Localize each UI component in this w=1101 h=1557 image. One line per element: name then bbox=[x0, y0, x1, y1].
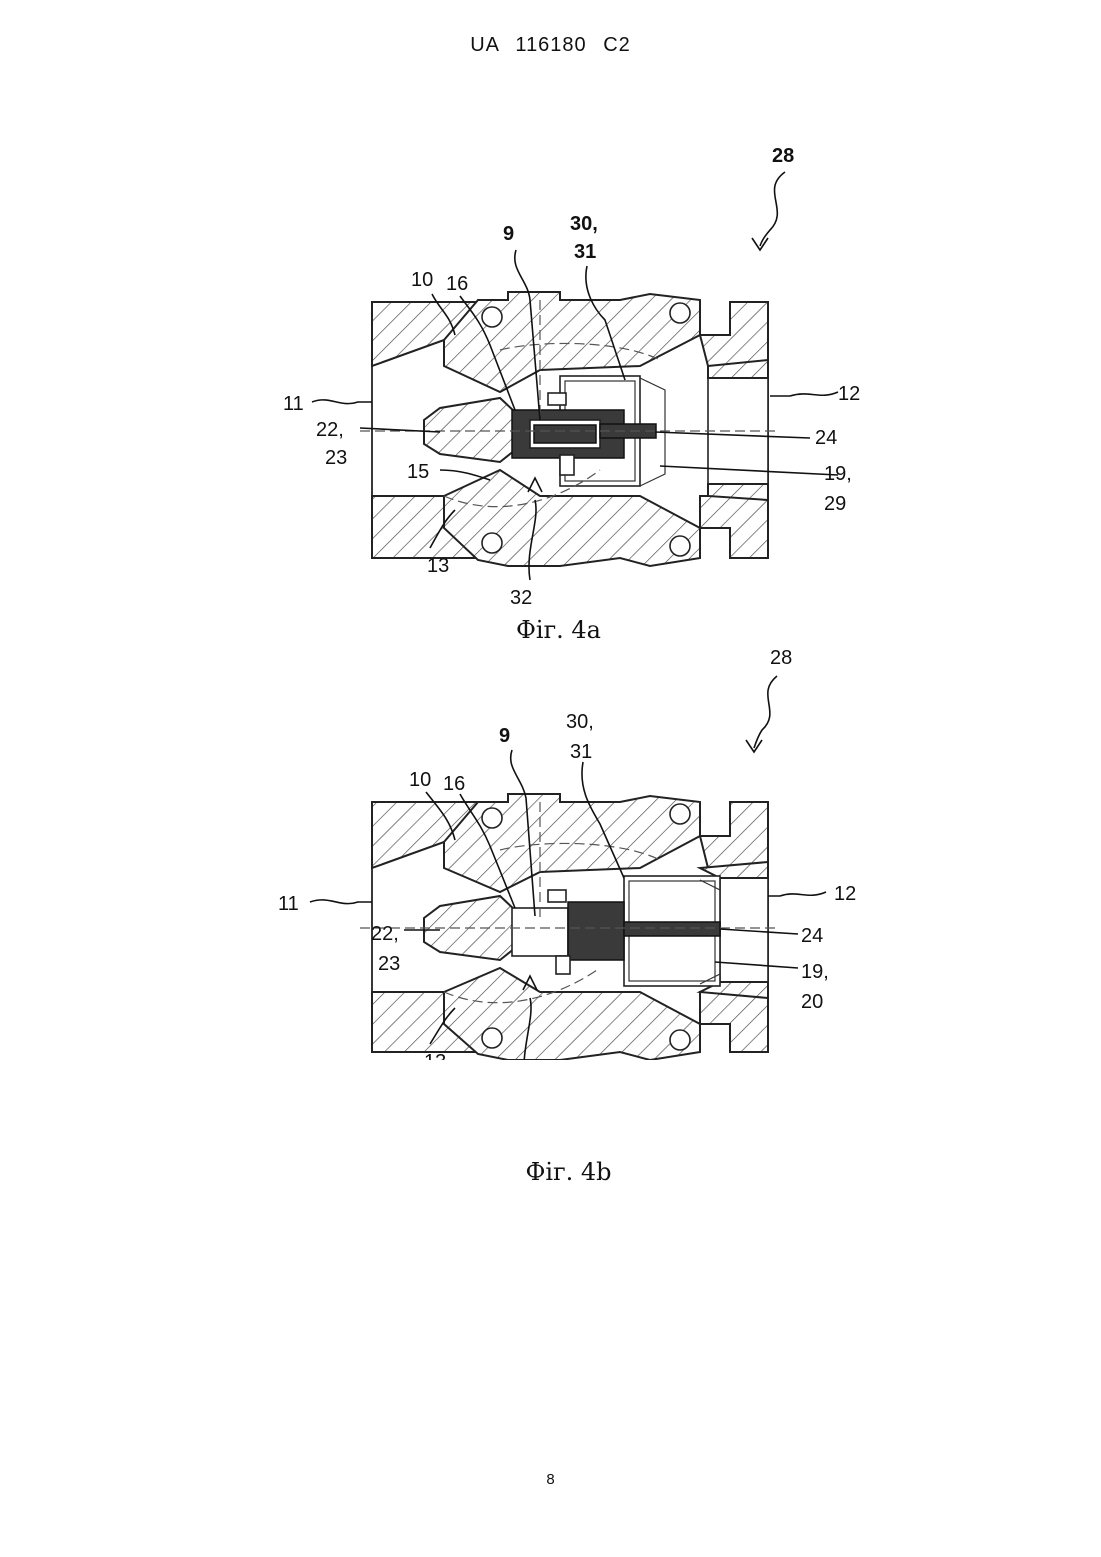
label-13: 13 bbox=[427, 555, 449, 577]
label-10: 10 bbox=[411, 269, 433, 291]
label-29: 29 bbox=[824, 493, 846, 515]
label-11: 11 bbox=[283, 393, 304, 415]
label-31: 31 bbox=[570, 741, 592, 763]
label-28: 28 bbox=[770, 647, 792, 669]
label-30: 30, bbox=[566, 711, 594, 733]
figure-4b-caption: Фіг. 4b bbox=[18, 1158, 1101, 1186]
label-23: 23 bbox=[378, 953, 400, 975]
label-9: 9 bbox=[499, 725, 510, 747]
figure-4b-drawing: 28 9 30, 31 10 16 11 12 22, 23 24 19, 20… bbox=[0, 640, 1101, 1060]
label-12: 12 bbox=[838, 383, 860, 405]
label-19: 19, bbox=[801, 961, 829, 983]
label-11: 11 bbox=[278, 893, 299, 915]
label-22: 22, bbox=[316, 419, 344, 441]
label-9: 9 bbox=[503, 223, 514, 245]
valve-body-4b bbox=[360, 794, 780, 1060]
label-13: 13 bbox=[424, 1051, 446, 1060]
page-number: 8 bbox=[0, 1471, 1101, 1488]
label-12: 12 bbox=[834, 883, 856, 905]
label-15: 15 bbox=[407, 461, 429, 483]
figure-4a-drawing: 28 9 30, 31 10 16 11 12 22, 23 24 15 19,… bbox=[0, 130, 1101, 610]
label-10: 10 bbox=[409, 769, 431, 791]
label-24: 24 bbox=[801, 925, 823, 947]
label-20: 20 bbox=[801, 991, 823, 1013]
valve-body-4a bbox=[360, 292, 780, 566]
label-22: 22, bbox=[371, 923, 399, 945]
label-19: 19, bbox=[824, 463, 852, 485]
label-24: 24 bbox=[815, 427, 837, 449]
label-32: 32 bbox=[510, 587, 532, 609]
label-31: 31 bbox=[574, 241, 596, 263]
label-16: 16 bbox=[446, 273, 468, 295]
label-16: 16 bbox=[443, 773, 465, 795]
label-28: 28 bbox=[772, 145, 794, 167]
label-23: 23 bbox=[325, 447, 347, 469]
label-30: 30, bbox=[570, 213, 598, 235]
patent-header: UA 116180 C2 bbox=[0, 34, 1101, 57]
